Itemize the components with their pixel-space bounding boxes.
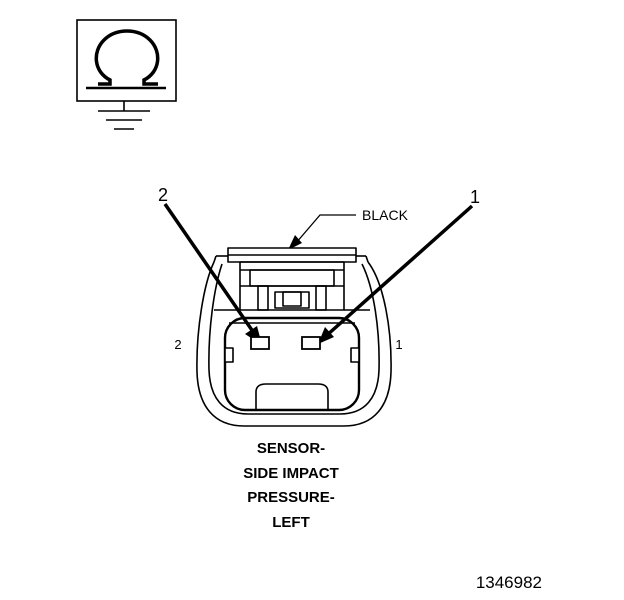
terminal-cavity-2 bbox=[250, 336, 270, 350]
arrowhead-1-icon bbox=[318, 327, 334, 344]
connector-caption: SENSOR- SIDE IMPACT PRESSURE- LEFT bbox=[243, 440, 339, 531]
leader-line-1 bbox=[324, 204, 474, 338]
caption-line-3: PRESSURE- bbox=[247, 489, 335, 506]
callout-2: 2 bbox=[158, 185, 168, 205]
ohmmeter-ground-icon bbox=[76, 19, 177, 130]
connector-body bbox=[196, 247, 392, 427]
terminal-cavity-1 bbox=[301, 336, 321, 350]
terminal-label-2: 2 bbox=[174, 337, 181, 352]
caption-line-4: LEFT bbox=[272, 514, 310, 531]
caption-line-2: SIDE IMPACT bbox=[243, 465, 339, 482]
arrowhead-black-icon bbox=[288, 235, 302, 250]
terminal-label-1: 1 bbox=[395, 337, 402, 352]
wire-color-leader bbox=[288, 214, 356, 250]
callout-1: 1 bbox=[470, 187, 480, 207]
figure-number: 1346982 bbox=[476, 573, 542, 592]
wire-color-label: BLACK bbox=[362, 207, 409, 223]
caption-line-1: SENSOR- bbox=[257, 440, 325, 457]
